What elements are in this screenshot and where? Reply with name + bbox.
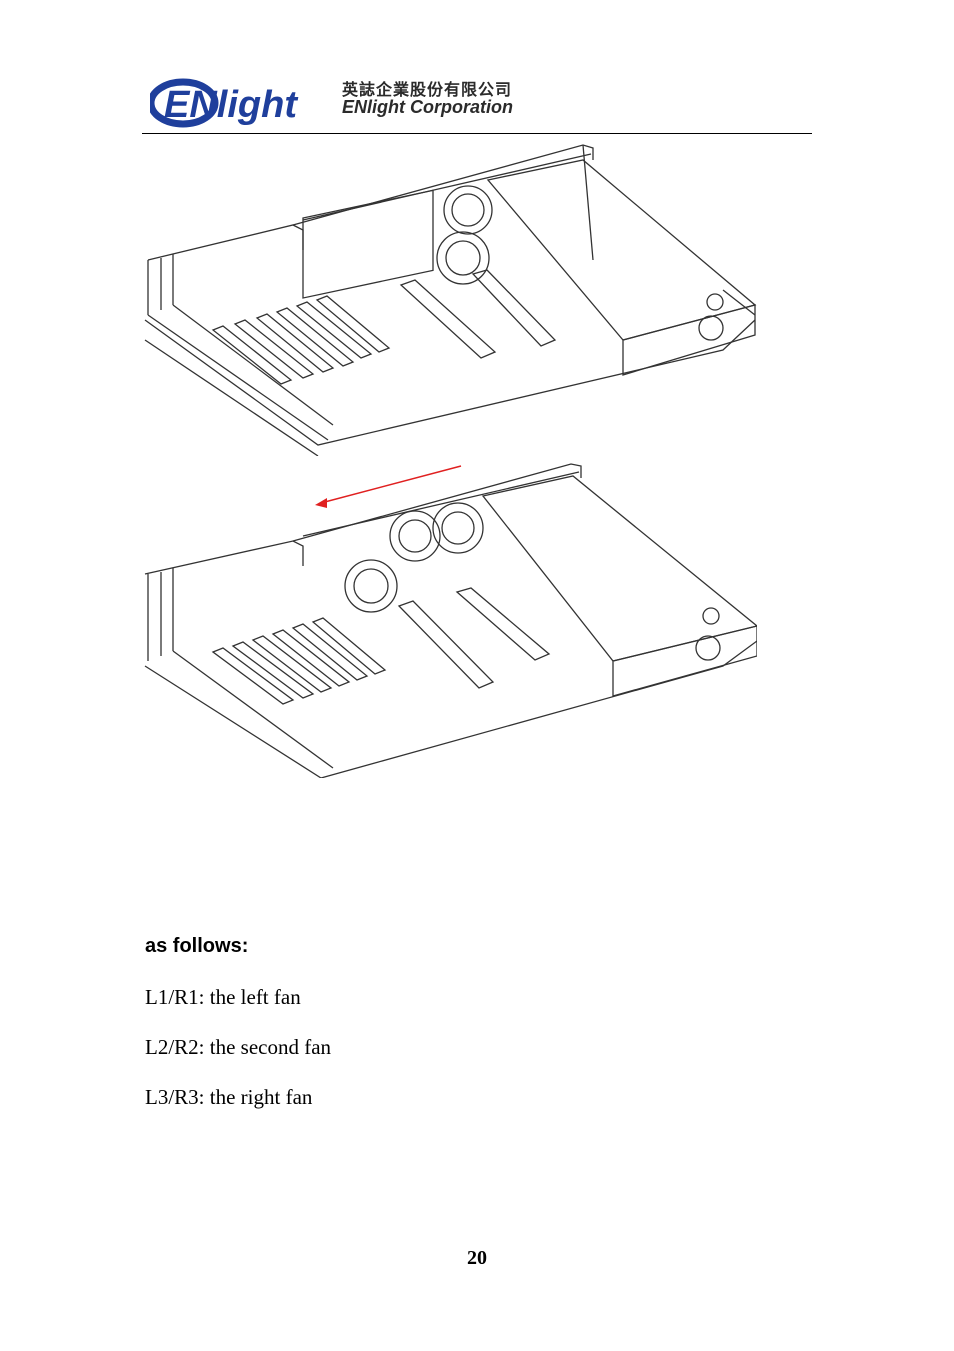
header-divider [142, 133, 812, 134]
chassis-diagram-after [144, 463, 757, 778]
fan-description-1: L1/R1: the left fan [145, 985, 301, 1009]
section-heading: as follows: [145, 935, 249, 957]
company-name-english: ENlight Corporation [342, 97, 513, 117]
enlight-logo: ENlight [150, 78, 298, 128]
page-number: 20 [467, 1247, 487, 1269]
direction-arrow [315, 465, 462, 508]
fan-description-3: L3/R3: the right fan [145, 1085, 313, 1109]
svg-text:ENlight: ENlight [164, 84, 298, 126]
company-name-chinese: 英誌企業股份有限公司 [342, 80, 513, 99]
page-header: ENlight 英誌企業股份有限公司 ENlight Corporation [142, 70, 812, 134]
fan-description-2: L2/R2: the second fan [145, 1035, 332, 1059]
chassis-diagram-before [144, 144, 757, 456]
